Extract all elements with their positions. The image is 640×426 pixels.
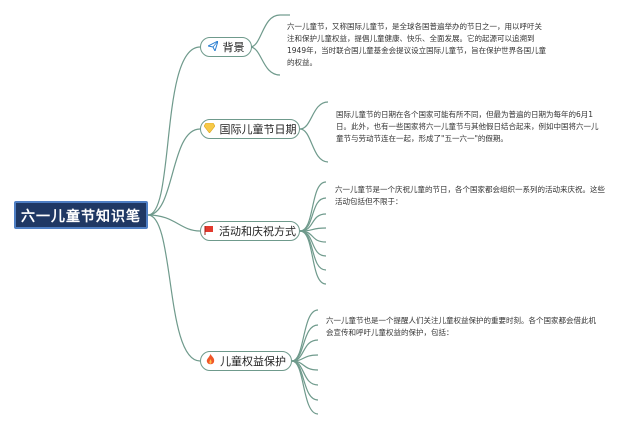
- branch-label: 背景: [222, 41, 245, 54]
- paper-plane-icon: [205, 39, 219, 54]
- red-flag-icon: [204, 225, 214, 238]
- note-activities: 六一儿童节是一个庆祝儿童的节日，各个国家都会组织一系列的活动来庆祝。这些活动包括…: [335, 185, 605, 206]
- branch-label: 国际儿童节日期: [219, 123, 297, 136]
- fire-icon: [206, 354, 215, 368]
- root-topic[interactable]: 六一儿童节知识笔记: [14, 201, 148, 253]
- branch-label: 活动和庆祝方式: [219, 225, 296, 238]
- note-date: 国际儿童节的日期在各个国家可能有所不同，但最为普遍的日期为每年的6月1日。此外，…: [336, 110, 599, 143]
- branch-rights[interactable]: 儿童权益保护: [200, 351, 292, 371]
- diamond-icon: [203, 122, 215, 136]
- note-rights: 六一儿童节也是一个提醒人们关注儿童权益保护的重要时刻。各个国家都会借此机会宣传和…: [326, 316, 596, 337]
- branch-date[interactable]: 国际儿童节日期: [200, 119, 300, 139]
- branch-background[interactable]: 背景: [200, 37, 252, 57]
- branch-activities[interactable]: 活动和庆祝方式: [200, 221, 300, 241]
- note-background: 六一儿童节，又称国际儿童节，是全球各国普遍举办的节日之一，用以呼吁关注和保护儿童…: [287, 22, 547, 67]
- branch-label: 儿童权益保护: [220, 355, 286, 368]
